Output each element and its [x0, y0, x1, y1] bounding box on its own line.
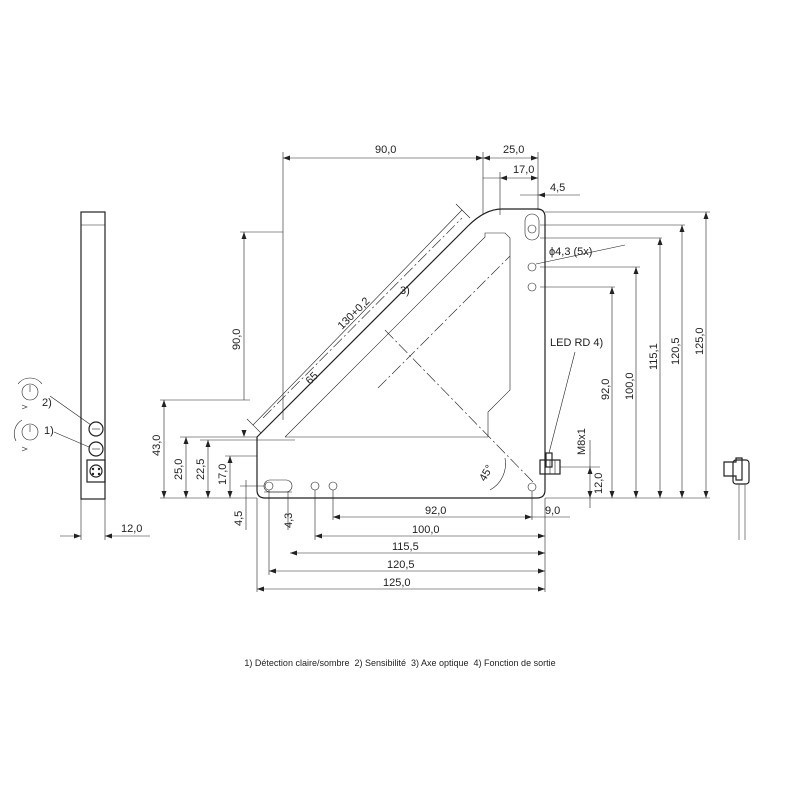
led-label: LED RD 4) [550, 337, 603, 349]
dim-90-left: 90,0 [231, 329, 243, 350]
dim-125-h: 125,0 [383, 577, 411, 589]
dim-9: 9,0 [545, 505, 560, 517]
dim-43: 43,0 [151, 435, 163, 456]
dim-25-left: 25,0 [173, 459, 185, 480]
dim-125-v: 125,0 [694, 327, 706, 355]
angled-connector-view [723, 457, 750, 540]
dim-115-5: 115,5 [392, 541, 419, 553]
dim-90-top: 90,0 [375, 144, 396, 156]
dim-100-v: 100,0 [624, 372, 636, 400]
optical-window [284, 232, 511, 438]
dim-120-5-h: 120,5 [387, 559, 415, 571]
dim-115-1: 115,1 [648, 343, 660, 370]
knob-1-label: 1) [44, 425, 54, 437]
dim-17-left: 17,0 [217, 464, 229, 485]
dim-100-h: 100,0 [412, 524, 440, 536]
mounting-hole [310, 481, 320, 491]
footnote-legend: 1) Détection claire/sombre 2) Sensibilit… [244, 658, 556, 668]
side-connector [86, 459, 106, 483]
mounting-slot-vertical [524, 213, 540, 241]
hole-diameter-dim: ϕ4,3 (5x) [549, 246, 592, 258]
dimension-lines [160, 152, 710, 592]
optical-axis-line [262, 217, 463, 419]
dim-25-top: 25,0 [503, 144, 524, 156]
front-view [246, 203, 561, 499]
dim-4-5-bottom: 4,5 [233, 511, 245, 526]
side-width-dim: 12,0 [121, 523, 142, 535]
side-view: 2) 1) 12,0 [14, 211, 150, 540]
dim-17-top: 17,0 [513, 164, 534, 176]
dim-12-right: 12,0 [593, 473, 605, 494]
mounting-hole [527, 282, 537, 292]
dim-65: 65 [304, 370, 321, 387]
mounting-hole [328, 481, 338, 491]
mounting-hole [527, 262, 537, 272]
optical-axis-note: 3) [400, 285, 410, 297]
thread-label: M8x1 [576, 428, 588, 455]
mounting-hole [527, 482, 537, 492]
dim-4-5-top: 4,5 [550, 182, 565, 194]
dim-92-h: 92,0 [425, 505, 446, 517]
housing-outline [256, 208, 546, 499]
dim-120-5-v: 120,5 [670, 337, 682, 365]
knob-2-label: 2) [42, 397, 52, 409]
knob-1-symbol [14, 419, 39, 452]
dim-92-v: 92,0 [600, 379, 612, 400]
light-dark-potentiometer [88, 441, 104, 457]
angle-45: 45° [477, 463, 496, 483]
dimension-labels: 90,0 25,0 17,0 4,5 ϕ4,3 (5x) LED RD 4) 9… [151, 144, 706, 589]
knob-2-symbol [17, 377, 43, 410]
dim-4-3: 4,3 [283, 513, 295, 528]
dim-22-5: 22,5 [195, 459, 207, 480]
sensitivity-potentiometer [88, 421, 104, 437]
